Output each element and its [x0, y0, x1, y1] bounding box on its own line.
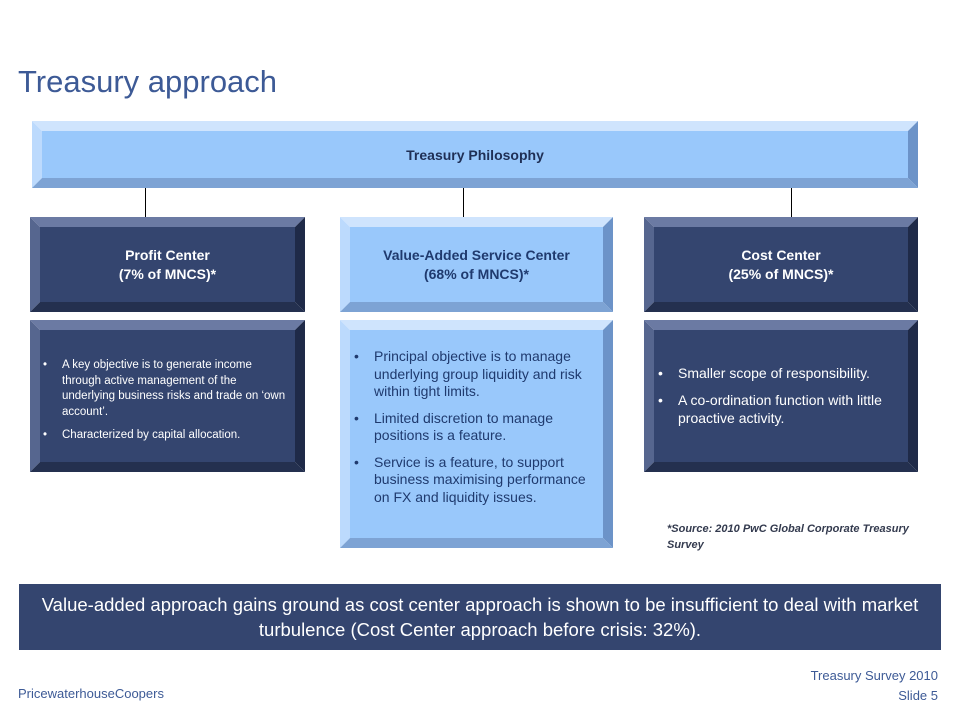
- profit-center-description: A key objective is to generate income th…: [30, 320, 305, 472]
- page-title: Treasury approach: [18, 64, 278, 99]
- cost-center-bullet: Smaller scope of responsibility.: [654, 364, 902, 382]
- cost-center-heading: Cost Center: [741, 246, 821, 263]
- footer-company: PricewaterhouseCoopers: [18, 686, 164, 701]
- value-added-service-center-bullet: Limited discretion to manage positions i…: [350, 410, 597, 445]
- profit-center-share: (7% of MNCS)*: [118, 265, 217, 282]
- bevel-frame: [30, 217, 305, 312]
- source-note: *Source: 2010 PwC Global Corporate Treas…: [667, 523, 909, 551]
- value-added-service-center-header: Value-Added Service Center (68% of MNCS)…: [340, 217, 613, 312]
- cost-center-bullets-area: Smaller scope of responsibility. A co-or…: [654, 330, 908, 462]
- value-added-service-center-bullet: Service is a feature, to support busines…: [350, 454, 597, 507]
- profit-center-title: Profit Center (7% of MNCS)*: [40, 227, 295, 302]
- connector-right: [791, 188, 792, 217]
- footer-slide-number: Slide 5: [898, 688, 938, 703]
- value-added-service-center-bullet: Principal objective is to manage underly…: [350, 348, 597, 401]
- connector-left: [145, 188, 146, 217]
- bevel-frame: [32, 121, 918, 188]
- cost-center-header: Cost Center (25% of MNCS)*: [644, 217, 918, 312]
- cost-center-description: Smaller scope of responsibility. A co-or…: [644, 320, 918, 472]
- value-added-service-center-description: Principal objective is to manage underly…: [340, 320, 613, 548]
- summary-banner-text: Value-added approach gains ground as cos…: [41, 594, 919, 640]
- value-added-service-center-share: (68% of MNCS)*: [423, 265, 529, 282]
- cost-center-title: Cost Center (25% of MNCS)*: [654, 227, 908, 302]
- treasury-philosophy-label: Treasury Philosophy: [406, 146, 544, 163]
- value-added-service-center-bullets-area: Principal objective is to manage underly…: [350, 330, 603, 538]
- treasury-philosophy-box: Treasury Philosophy: [32, 121, 918, 188]
- bevel-frame: [644, 217, 918, 312]
- summary-banner: Value-added approach gains ground as cos…: [19, 584, 941, 650]
- profit-center-bullet: A key objective is to generate income th…: [40, 358, 291, 420]
- profit-center-bullet: Characterized by capital allocation.: [40, 428, 291, 444]
- cost-center-share: (25% of MNCS)*: [728, 265, 834, 282]
- value-added-service-center-title: Value-Added Service Center (68% of MNCS)…: [350, 227, 603, 302]
- connector-center: [463, 188, 464, 217]
- footer-survey-title: Treasury Survey 2010: [810, 668, 938, 683]
- profit-center-header: Profit Center (7% of MNCS)*: [30, 217, 305, 312]
- value-added-service-center-heading: Value-Added Service Center: [383, 246, 570, 263]
- cost-center-bullet: A co-ordination function with little pro…: [654, 391, 902, 427]
- profit-center-bullets-area: A key objective is to generate income th…: [40, 330, 295, 462]
- bevel-frame: [340, 217, 613, 312]
- profit-center-heading: Profit Center: [125, 246, 210, 263]
